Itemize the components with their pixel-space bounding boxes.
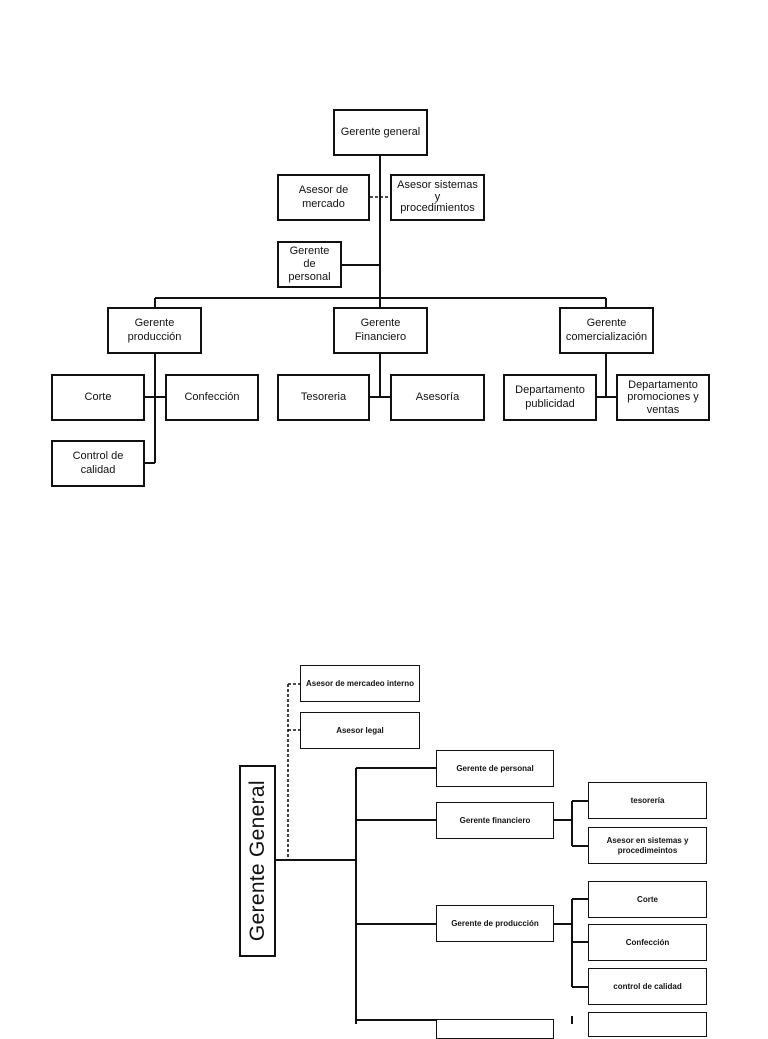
gerente-partial-box [436, 1019, 554, 1039]
gerente-personal-box-2: Gerente de personal [436, 750, 554, 787]
corte-box-2: Corte [588, 881, 707, 918]
gerente-general-vertical-box: Gerente General [239, 765, 276, 957]
gerente-produccion-box-2: Gerente de producción [436, 905, 554, 942]
tesoreria-box-2: tesorería [588, 782, 707, 819]
corte-box: Corte [51, 374, 145, 421]
depto-publicidad-box: Departamento publicidad [503, 374, 597, 421]
gerente-financiero-box-2: Gerente financiero [436, 802, 554, 839]
gerente-personal-box: Gerente de personal [277, 241, 342, 288]
control-calidad-box: Control de calidad [51, 440, 145, 487]
asesor-sistemas-box-2: Asesor en sistemas y procedimeintos [588, 827, 707, 864]
asesor-mercado-box: Asesor de mercado [277, 174, 370, 221]
depto-promociones-box: Departamento promociones y ventas [616, 374, 710, 421]
gerente-general-box: Gerente general [333, 109, 428, 156]
confeccion-box-2: Confección [588, 924, 707, 961]
asesoria-box: Asesoría [390, 374, 485, 421]
gerente-general-vertical-label: Gerente General [245, 780, 269, 942]
tesoreria-box: Tesoreria [277, 374, 370, 421]
control-calidad-box-2: control de calidad [588, 968, 707, 1005]
child-partial-box [588, 1012, 707, 1037]
asesor-legal-box: Asesor legal [300, 712, 420, 749]
asesor-mercadeo-box: Asesor de mercadeo interno [300, 665, 420, 702]
gerente-produccion-box: Gerente producción [107, 307, 202, 354]
confeccion-box: Confección [165, 374, 259, 421]
gerente-comercializacion-box: Gerente comercialización [559, 307, 654, 354]
asesor-sistemas-box: Asesor sistemas y procedimientos [390, 174, 485, 221]
gerente-financiero-box: Gerente Financiero [333, 307, 428, 354]
